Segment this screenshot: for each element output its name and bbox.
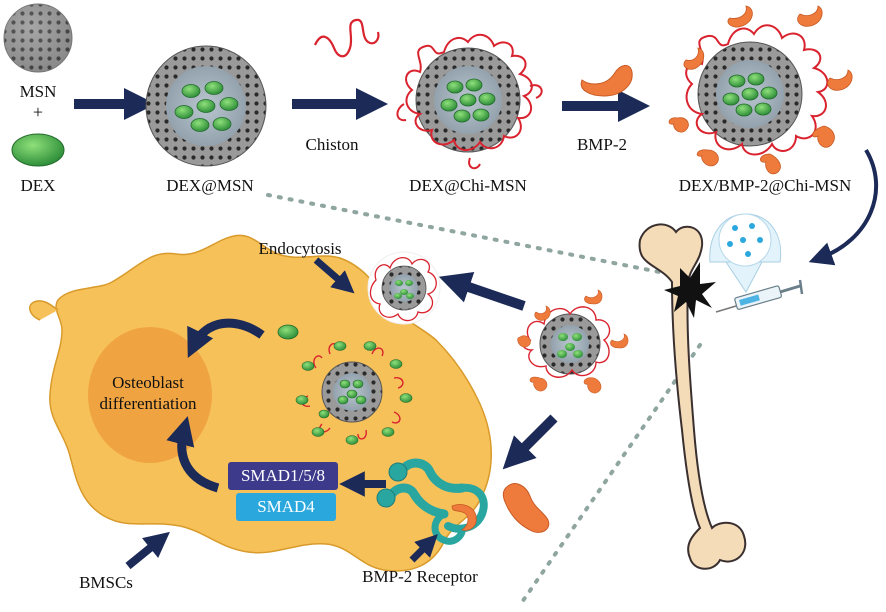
label-dex-bmp2-chi-msn: DEX/BMP-2@Chi-MSN: [678, 176, 852, 195]
arrow-particle-to-bmp2: [502, 414, 558, 470]
bmp2-receptor: [376, 458, 488, 545]
dex-msn-particle: [145, 45, 267, 167]
dex-chi-msn-particle: [396, 33, 543, 170]
syringe-icon: [715, 279, 804, 313]
label-bmp2: BMP-2: [576, 135, 628, 154]
label-chiston: Chiston: [305, 135, 359, 154]
fracture-mark: [664, 262, 716, 318]
dex-molecule: [11, 133, 65, 167]
label-dex-msn: DEX@MSN: [166, 176, 254, 195]
free-bmp2-protein: [502, 483, 550, 533]
arrow-dex-to-nucleus: [187, 318, 265, 358]
bmp2-protein: [580, 65, 633, 97]
label-msn: MSN: [19, 82, 57, 101]
zoom-guide-lines: [266, 193, 702, 607]
smad4-box: SMAD4: [236, 493, 336, 521]
smad158-box: SMAD1/5/8: [228, 462, 338, 490]
label-osteoblast-differentiation: Osteoblast differentiation: [99, 373, 197, 414]
arrow-product-to-injection: [808, 148, 879, 266]
label-dex-chi-msn: DEX@Chi-MSN: [409, 176, 527, 195]
arrow-smad-to-nucleus: [166, 416, 220, 493]
arrow-particle-to-cell: [438, 272, 526, 311]
arrow-receptor-label: [409, 534, 438, 563]
extracellular-particle: [517, 289, 629, 394]
arrow-bmscs: [125, 531, 170, 570]
femur-bone: [638, 223, 747, 570]
label-dex: DEX: [20, 176, 56, 195]
label-endocytosis: Endocytosis: [258, 239, 342, 258]
dex-bmp2-chi-msn-particle: [668, 5, 853, 175]
intracellular-particle: [295, 341, 413, 445]
arrow-endocytosis: [313, 257, 355, 294]
magnified-droplet: [709, 213, 782, 293]
chitosan-strand: [314, 18, 380, 58]
label-bmp2-receptor: BMP-2 Receptor: [362, 567, 478, 586]
label-plus: +: [32, 102, 44, 122]
endocytosis-vesicle: [367, 251, 441, 325]
label-bmscs: BMSCs: [79, 573, 133, 592]
